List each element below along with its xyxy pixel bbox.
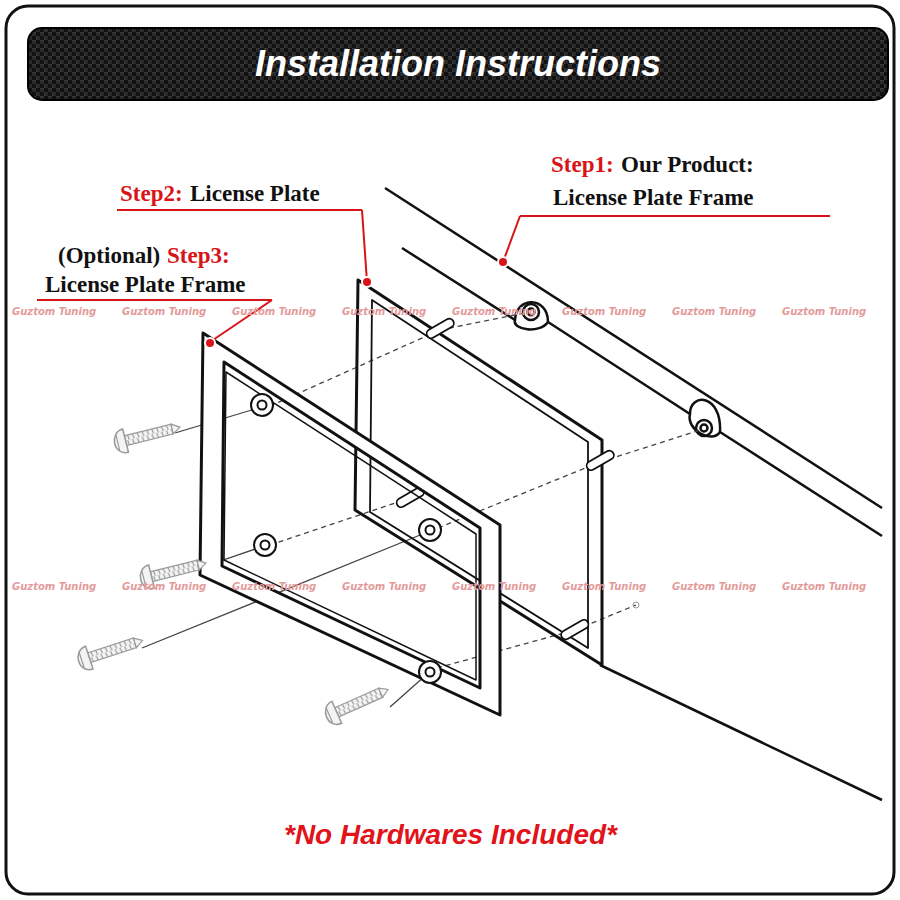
watermark: Guztom Tuning (452, 581, 536, 592)
watermark: Guztom Tuning (452, 306, 536, 317)
page-border (6, 6, 894, 894)
caption-note: *No Hardwares Included* (284, 820, 617, 851)
watermark: Guztom Tuning (562, 306, 646, 317)
step-text: Our Product: (621, 152, 754, 177)
watermark: Guztom Tuning (562, 581, 646, 592)
step-leaders (37, 210, 830, 342)
watermark: Guztom Tuning (122, 581, 206, 592)
optional-frame (200, 333, 500, 715)
step-text: License Plate (190, 181, 320, 206)
watermark: Guztom Tuning (672, 306, 756, 317)
step-text: (Optional) (58, 243, 160, 268)
watermark: Guztom Tuning (122, 306, 206, 317)
watermark: Guztom Tuning (782, 581, 866, 592)
watermark: Guztom Tuning (672, 581, 756, 592)
watermark: Guztom Tuning (232, 306, 316, 317)
watermark: Guztom Tuning (342, 581, 426, 592)
leader-dots (205, 257, 508, 348)
title-text: Installation Instructions (255, 44, 661, 84)
step-number: Step2: (120, 181, 183, 206)
watermark: Guztom Tuning (232, 581, 316, 592)
watermark: Guztom Tuning (782, 306, 866, 317)
step-number: Step3: (167, 243, 230, 268)
watermark: Guztom Tuning (342, 306, 426, 317)
step-text: License Plate Frame (553, 185, 754, 210)
screws (75, 415, 393, 727)
watermark: Guztom Tuning (12, 306, 96, 317)
step-number: Step1: (551, 152, 614, 177)
watermark: Guztom Tuning (12, 581, 96, 592)
title-banner (28, 28, 888, 100)
step-text: License Plate Frame (45, 272, 246, 297)
